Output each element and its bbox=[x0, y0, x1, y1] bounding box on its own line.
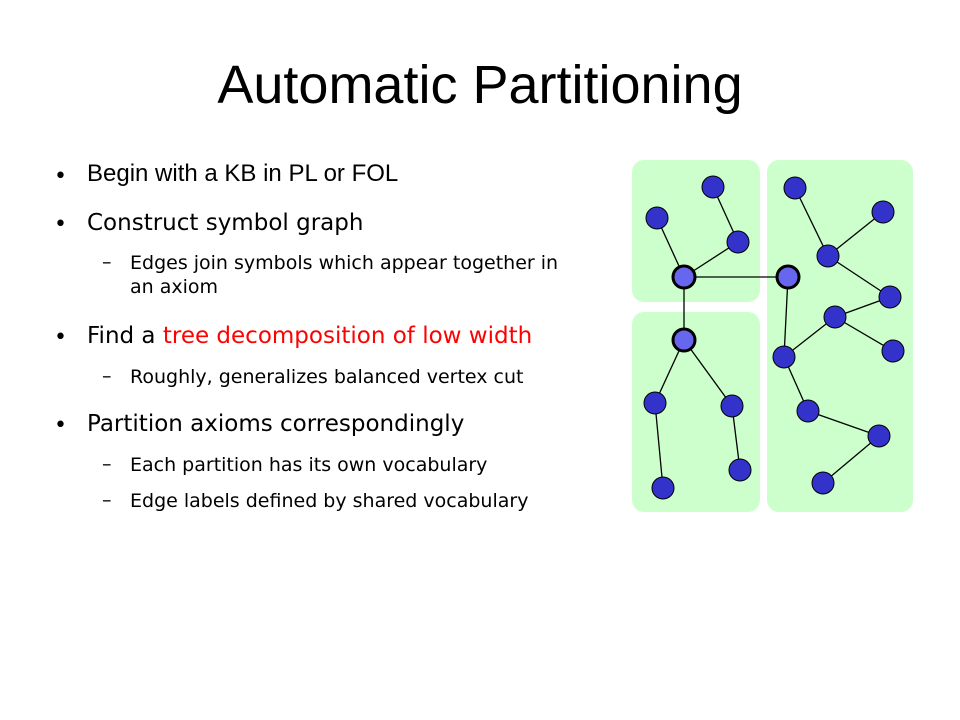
symbol-node bbox=[720, 394, 744, 418]
partition-top-left bbox=[632, 160, 760, 302]
bullet-text-highlight: tree decomposition of low width bbox=[162, 323, 533, 349]
sub-bullet-text: Each partition has its own vocabulary bbox=[130, 454, 488, 476]
graph-edge bbox=[654, 402, 664, 489]
sub-bullet-item: – Roughly, generalizes balanced vertex c… bbox=[54, 361, 654, 411]
bullet-item: • Partition axioms correspondingly bbox=[54, 411, 654, 451]
graph-edge bbox=[827, 211, 884, 257]
bullet-text: Construct symbol graph bbox=[87, 210, 364, 236]
graph-edge bbox=[783, 276, 789, 358]
partition-bottom-left bbox=[632, 312, 760, 512]
shared-symbol-node bbox=[671, 327, 697, 353]
symbol-node bbox=[651, 476, 675, 500]
symbol-node bbox=[645, 206, 669, 230]
sub-bullet-item: – Each partition has its own vocabulary bbox=[54, 451, 654, 489]
sub-bullet-text: Edge labels defined by shared vocabulary bbox=[130, 490, 529, 512]
bullet-text: Find a tree decomposition of low width bbox=[54, 323, 654, 351]
bullet-marker: • bbox=[54, 325, 67, 350]
slide-title: Automatic Partitioning bbox=[217, 55, 743, 115]
sub-bullet-item: – Edge labels defined by shared vocabula… bbox=[54, 489, 654, 527]
bullet-marker: • bbox=[54, 413, 67, 438]
graph-nodes bbox=[643, 175, 905, 500]
symbol-node bbox=[881, 339, 905, 363]
graph-edge bbox=[794, 187, 829, 257]
dash-marker: – bbox=[102, 489, 112, 511]
symbol-node bbox=[867, 424, 891, 448]
dash-marker: – bbox=[102, 365, 112, 387]
symbol-node bbox=[783, 176, 807, 200]
symbol-node bbox=[816, 244, 840, 268]
graph-edge bbox=[827, 255, 891, 298]
symbol-node bbox=[796, 399, 820, 423]
bullet-text-plain: Find a bbox=[87, 323, 163, 349]
graph-edge bbox=[683, 339, 733, 407]
bullet-marker: • bbox=[54, 164, 67, 189]
symbol-node bbox=[701, 175, 725, 199]
symbol-node bbox=[726, 230, 750, 254]
symbol-node bbox=[871, 200, 895, 224]
sub-bullet-text: Edges join symbols which appear together… bbox=[130, 252, 559, 299]
partition-right bbox=[767, 160, 913, 512]
symbol-node bbox=[878, 285, 902, 309]
symbol-node bbox=[823, 305, 847, 329]
graph-edge bbox=[822, 435, 880, 484]
bullet-item: • Construct symbol graph bbox=[54, 210, 654, 251]
bullet-item: • Find a tree decomposition of low width bbox=[54, 323, 654, 361]
shared-symbol-node bbox=[671, 264, 697, 290]
dash-marker: – bbox=[102, 453, 112, 475]
shared-symbol-node bbox=[775, 264, 801, 290]
bullet-marker: • bbox=[54, 212, 67, 237]
symbol-node bbox=[772, 345, 796, 369]
sub-bullet-text: Roughly, generalizes balanced vertex cut bbox=[130, 366, 524, 388]
bullet-text: Partition axioms correspondingly bbox=[87, 411, 465, 437]
bullet-list: • Begin with a KB in PL or FOL • Constru… bbox=[54, 160, 654, 527]
graph-edge bbox=[807, 410, 880, 437]
symbol-node bbox=[811, 471, 835, 495]
symbol-node bbox=[643, 391, 667, 415]
sub-bullet-item: – Edges join symbols which appear togeth… bbox=[54, 251, 574, 323]
bullet-text: Begin with a KB in PL or FOL bbox=[87, 160, 399, 187]
dash-marker: – bbox=[102, 251, 112, 273]
bullet-item: • Begin with a KB in PL or FOL bbox=[54, 160, 654, 210]
symbol-node bbox=[728, 458, 752, 482]
